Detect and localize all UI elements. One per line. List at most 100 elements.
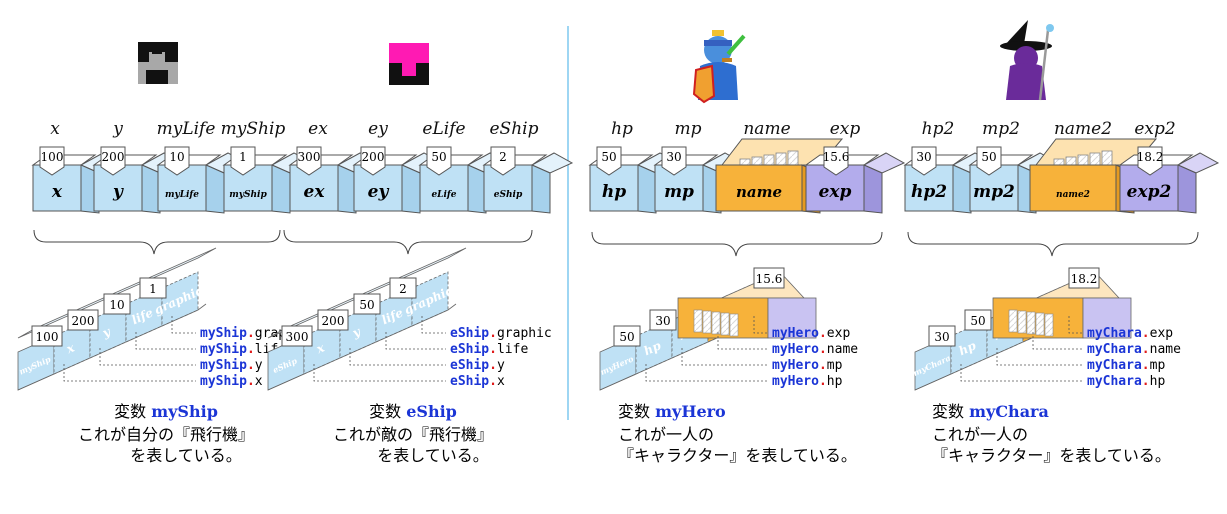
value-card [490,146,516,176]
value-card-text: 15.6 [823,150,850,164]
variable-name-label: exp [830,119,861,139]
record-value-text: 200 [72,314,95,328]
field-dot: . [247,342,255,357]
value-card-text: 2 [499,150,507,164]
field-member: mp [1150,358,1166,373]
box-front [483,164,533,212]
record-card-divider [1026,311,1036,335]
box-label: y [112,182,124,202]
variable-name-label: myShip [221,119,286,139]
field-dot: . [489,326,497,341]
record-value-text: 200 [322,314,345,328]
variable-boxes: 100x200y10myLife1myShip300ex200ey50eLife… [31,138,1220,214]
value-card-text: 10 [169,150,184,164]
leader-line [135,332,196,350]
field-var-part: eShip [450,358,489,373]
record-value-text: 50 [970,314,985,328]
field-dot: . [819,358,827,373]
field-var-part: eShip [450,326,489,341]
caption-title: 変数 eShip [369,402,457,421]
value-card-text: 30 [916,150,931,164]
field-member: name [1150,342,1181,357]
box-side [141,164,161,214]
value-card [976,146,1002,176]
record-field-label: myShip.y [200,358,263,373]
variable-name-label: eLife [422,119,465,139]
field-member: x [497,374,505,389]
record-value-text: 1 [149,282,157,296]
record-field-label: myShip.x [200,374,263,389]
box-side [637,164,657,214]
leader-line [421,316,446,334]
box-side [205,164,225,214]
record-value-text: 15.6 [756,272,783,286]
record-rim [17,303,207,391]
leader-line [1068,316,1083,334]
box-front [969,164,1019,212]
field-member: exp [1150,326,1174,341]
field-var-part: myShip [200,374,247,389]
box-label: ey [368,182,390,202]
caption-prefix: 変数 [369,402,406,421]
caption-prefix: 変数 [618,402,655,421]
field-member: life [497,342,528,357]
caption-line: を表している。 [377,446,489,465]
box-side [401,164,421,214]
brace-chara [907,231,1199,257]
field-member: graphic [497,326,552,341]
record-chara: myCharahpmpnameexp305018.2myChara.expmyC… [912,267,1181,391]
caption-line: を表している。 [130,446,242,465]
leader-line [717,332,768,350]
variable-name-label: ex [308,119,328,139]
value-card-text: 18.2 [1137,150,1164,164]
field-dot: . [247,358,255,373]
record-ship: myShipxylifegraphic100200101myShip.graph… [17,247,310,391]
field-member: hp [827,374,843,389]
value-card [296,146,322,176]
variable-name-label: y [112,119,123,139]
box-front [654,164,704,212]
box-side [531,164,551,214]
box-label: name [736,183,782,201]
record-value-card [103,293,131,315]
field-dot: . [247,326,255,341]
field-dot: . [1142,342,1150,357]
record-card-divider [729,313,739,337]
record-card-divider [720,312,730,336]
box-label: mp2 [973,182,1015,202]
field-var-part: myHero [772,342,819,357]
leader-line [63,364,196,382]
box-front [419,164,469,212]
record-field-label: myHero.exp [772,326,850,341]
record-field-label: eShip.y [450,358,505,373]
field-member: exp [827,326,851,341]
box-side [467,164,487,214]
box-label: myLife [165,190,199,200]
value-card [164,146,190,176]
field-member: mp [827,358,843,373]
field-var-part: myChara [1087,326,1142,341]
variable-box: name [715,138,844,214]
caption-line: これが自分の『飛行機』 [78,425,254,444]
field-dot: . [819,342,827,357]
box-label: name2 [1056,190,1090,200]
record-value-card [31,325,63,347]
brace-ship [33,229,281,255]
record-field-label: eShip.graphic [450,326,552,341]
field-var-part: myHero [772,358,819,373]
box-label: ex [304,182,326,202]
box-front [157,164,207,212]
value-card-text: 30 [666,150,681,164]
variable-name-label: eShip [490,119,539,139]
caption-line: 『キャラクター』を表している。 [618,446,857,465]
record-value-card [928,325,956,347]
caption-var-name: myHero [655,402,726,421]
leader-line [171,316,196,334]
field-member: y [497,358,505,373]
value-card-text: 1 [239,150,247,164]
